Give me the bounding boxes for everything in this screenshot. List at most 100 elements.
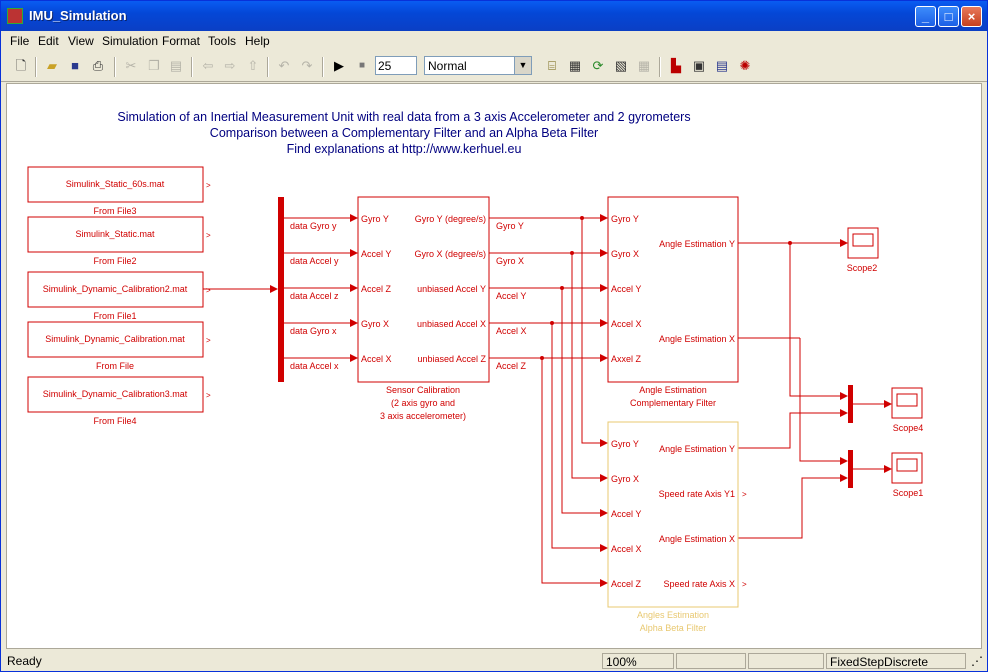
bus-signal-label: data Gyro y [290, 221, 337, 231]
mux-block[interactable] [848, 450, 853, 488]
signal-line[interactable] [561, 288, 608, 517]
solver-name: FixedStepDiscrete [826, 653, 966, 669]
output-port-icon: > [206, 231, 211, 240]
alpha-beta-input-port: Accel X [611, 544, 642, 554]
complementary-input-port: Axxel Z [611, 354, 642, 364]
from-file-filename: Simulink_Dynamic_Calibration.mat [45, 334, 185, 344]
block-diagram[interactable]: Simulation of an Inertial Measurement Un… [7, 84, 981, 648]
from-file-filename: Simulink_Dynamic_Calibration3.mat [43, 389, 188, 399]
cut-icon[interactable]: ✂ [125, 58, 137, 73]
title-bar[interactable]: IMU_Simulation _ □ × [1, 1, 987, 32]
signal-line[interactable] [581, 218, 608, 447]
from-file-block[interactable] [27, 166, 204, 203]
model-canvas[interactable]: Simulation of an Inertial Measurement Un… [6, 83, 982, 649]
signal-line[interactable] [738, 409, 848, 449]
menu-help[interactable]: Help [245, 34, 270, 48]
library-browser-icon[interactable]: ▙ [671, 58, 681, 73]
debugger-icon[interactable]: ✺ [739, 58, 751, 73]
sensor-calibration-input-port: Accel Z [361, 284, 392, 294]
chevron-down-icon[interactable]: ▼ [514, 57, 531, 74]
output-port-icon: > [742, 490, 747, 499]
build-icon[interactable]: ▦ [568, 58, 582, 73]
up-icon[interactable]: ⇧ [247, 58, 259, 73]
scope-icon [852, 233, 874, 247]
signal-line[interactable] [789, 243, 848, 400]
menu-format[interactable]: Format [162, 34, 201, 48]
menu-view[interactable]: View [68, 34, 94, 48]
copy-icon[interactable]: ❐ [148, 58, 160, 73]
menu-bar: File Edit View Simulation Format Tools H… [1, 31, 987, 51]
complementary-caption: Complementary Filter [630, 398, 716, 408]
sensor-calibration-output-port: Gyro X (degree/s) [414, 249, 486, 259]
branch-point [540, 356, 544, 360]
properties-icon[interactable]: ▤ [715, 58, 729, 73]
signal-line[interactable] [738, 474, 848, 539]
stop-simulation-icon[interactable]: ■ [358, 60, 366, 71]
update-diagram-icon[interactable]: ⌸ [548, 58, 556, 73]
sensor-calibration-input-port: Accel Y [361, 249, 391, 259]
scope-icon [896, 393, 918, 407]
sensor-calibration-block[interactable] [357, 196, 490, 383]
sensor-calibration-caption: (2 axis gyro and [391, 398, 455, 408]
from-file-block[interactable] [27, 321, 204, 358]
sensor-calibration-input-port: Accel X [361, 354, 392, 364]
signal-line[interactable] [799, 338, 848, 465]
menu-file[interactable]: File [10, 34, 30, 48]
model-advisor-icon[interactable]: ▧ [614, 58, 628, 73]
status-pane-empty [676, 653, 746, 669]
back-icon[interactable]: ⇦ [202, 58, 214, 73]
bus-signal-label: data Accel z [290, 291, 339, 301]
print-icon[interactable]: ⎙ [92, 58, 104, 73]
alpha-beta-caption: Angles Estimation [637, 610, 709, 620]
output-port-icon: > [206, 181, 211, 190]
model-explorer-icon[interactable]: ▣ [692, 58, 706, 73]
scope-label: Scope2 [847, 263, 878, 273]
from-file-block[interactable] [27, 376, 204, 413]
forward-icon[interactable]: ⇨ [224, 58, 236, 73]
signal-line[interactable] [551, 323, 608, 552]
annotation-line-3: Find explanations at http://www.kerhuel.… [287, 142, 522, 156]
undo-icon[interactable]: ↶ [278, 58, 290, 73]
open-icon[interactable]: ▰ [47, 58, 57, 73]
refresh-icon[interactable]: ⟳ [592, 58, 604, 73]
branch-point [560, 286, 564, 290]
sensor-calibration-input-port: Gyro Y [361, 214, 389, 224]
complementary-filter-block[interactable] [607, 196, 739, 383]
from-file-block[interactable] [27, 216, 204, 253]
maximize-button[interactable]: □ [938, 6, 959, 27]
output-port-icon: > [206, 336, 211, 345]
bus-selector-bar[interactable] [278, 197, 284, 382]
branch-point [570, 251, 574, 255]
start-simulation-icon[interactable]: ▶ [334, 58, 344, 73]
paste-icon[interactable]: ▤ [169, 58, 183, 73]
save-icon[interactable]: ■ [71, 58, 79, 73]
alpha-beta-filter-block[interactable] [607, 421, 739, 608]
sensor-calibration-input-port: Gyro X [361, 319, 389, 329]
menu-simulation[interactable]: Simulation [102, 34, 159, 48]
stop-time-input[interactable]: 25 [375, 56, 417, 75]
signal-line[interactable] [571, 253, 608, 482]
debug-icon[interactable]: ▦ [637, 58, 651, 73]
resize-grip-icon[interactable]: ⋰ [971, 654, 983, 668]
alpha-beta-input-port: Accel Z [611, 579, 642, 589]
sensor-calibration-output-port: unbiased Accel Y [417, 284, 486, 294]
simulation-mode-select[interactable]: Normal ▼ [424, 56, 532, 75]
alpha-beta-output-port: Speed rate Axis X [663, 579, 735, 589]
bus-signal-label: data Accel x [290, 361, 339, 371]
from-file-name: From File3 [93, 206, 136, 216]
menu-edit[interactable]: Edit [38, 34, 59, 48]
new-model-icon[interactable]: 🗋 [15, 58, 27, 73]
complementary-input-port: Accel Y [611, 284, 641, 294]
redo-icon[interactable]: ↷ [301, 58, 313, 73]
complementary-input-port: Gyro Y [611, 214, 639, 224]
mux-block[interactable] [848, 385, 853, 423]
close-button[interactable]: × [961, 6, 982, 27]
alpha-beta-input-port: Accel Y [611, 509, 641, 519]
signal-label: Accel Y [496, 291, 526, 301]
menu-tools[interactable]: Tools [208, 34, 237, 48]
signal-label: Gyro Y [496, 221, 524, 231]
from-file-block[interactable] [27, 271, 204, 308]
signal-line[interactable] [541, 358, 608, 587]
minimize-button[interactable]: _ [915, 6, 936, 27]
